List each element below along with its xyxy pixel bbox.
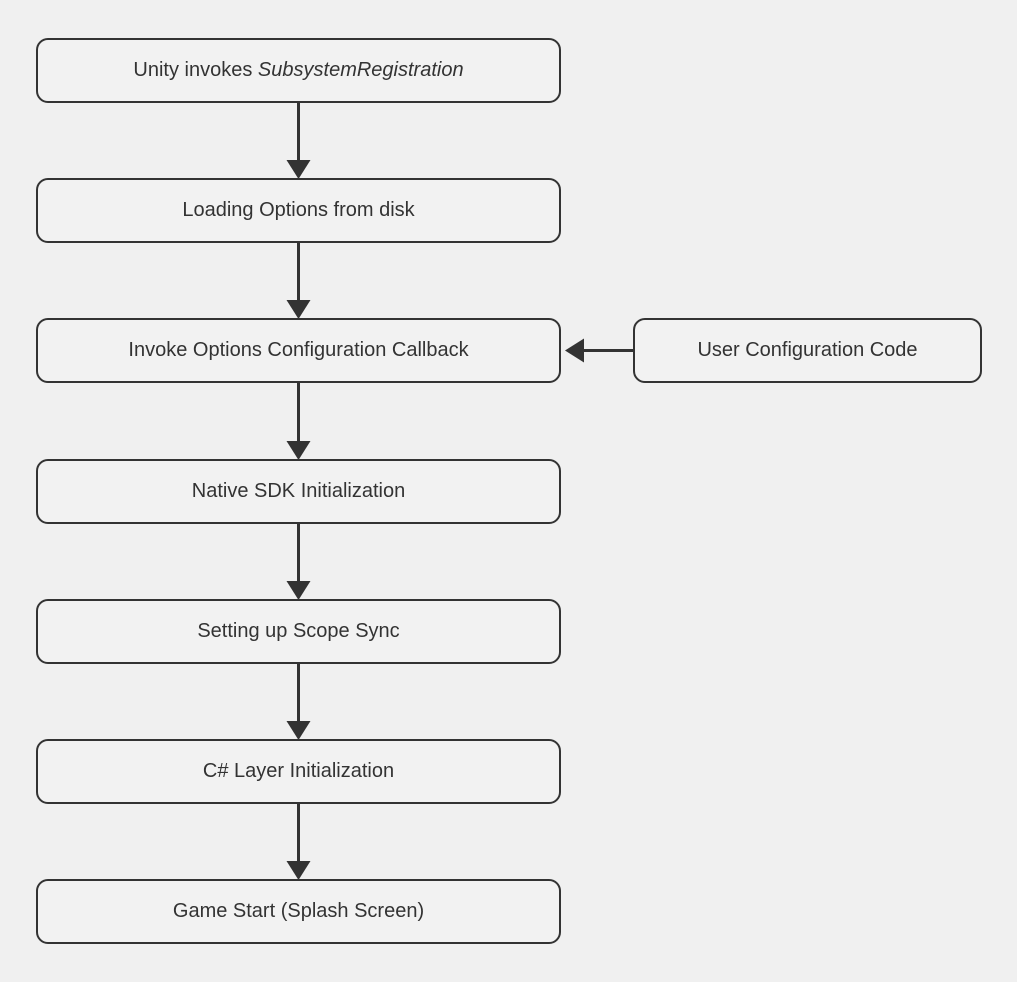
node-label: User Configuration Code <box>697 339 918 361</box>
node-game-start-splash-screen: Game Start (Splash Screen) <box>36 879 561 944</box>
node-label: Unity invokes <box>133 59 258 81</box>
node-setting-up-scope-sync: Setting up Scope Sync <box>36 599 561 664</box>
node-unity-invokes-subsystemregistration: Unity invokes SubsystemRegistration <box>36 38 561 103</box>
arrow-callback-to-native <box>286 383 311 460</box>
node-loading-options-from-disk: Loading Options from disk <box>36 178 561 243</box>
arrow-unity-to-loading <box>286 103 311 179</box>
node-label: Setting up Scope Sync <box>197 620 400 642</box>
node-user-configuration-code: User Configuration Code <box>633 318 982 383</box>
node-native-sdk-initialization: Native SDK Initialization <box>36 459 561 524</box>
node-label: Game Start (Splash Screen) <box>172 900 425 922</box>
node-label: Invoke Options Configuration Callback <box>128 339 469 361</box>
node-label: Loading Options from disk <box>182 199 415 221</box>
node-label: Native SDK Initialization <box>191 480 406 502</box>
arrow-userconfig-to-callback <box>565 338 633 363</box>
arrow-loading-to-callback <box>286 243 311 319</box>
node-label-italic: SubsystemRegistration <box>257 59 464 81</box>
node-label: C# Layer Initialization <box>202 760 395 782</box>
arrow-csharp-to-gamestart <box>286 804 311 880</box>
node-csharp-layer-initialization: C# Layer Initialization <box>36 739 561 804</box>
arrow-scope-to-csharp <box>286 664 311 740</box>
arrow-native-to-scope <box>286 524 311 600</box>
node-invoke-options-configuration-callback: Invoke Options Configuration Callback <box>36 318 561 383</box>
